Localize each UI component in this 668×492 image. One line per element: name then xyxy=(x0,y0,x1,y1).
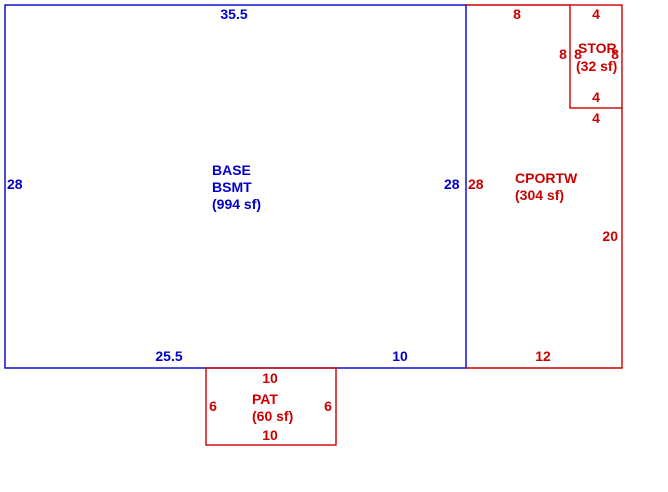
pat-dim-right: 6 xyxy=(324,398,332,414)
pat-area-outline xyxy=(205,367,337,446)
base-label-name: BASE xyxy=(212,162,251,178)
base-dim-top: 35.5 xyxy=(220,6,247,22)
stor-dim-top: 4 xyxy=(592,6,600,22)
base-label-sub: BSMT xyxy=(212,179,252,195)
cportw-label-name: CPORTW xyxy=(515,170,578,186)
base-dim-bottom-right: 10 xyxy=(392,348,408,364)
pat-dim-bottom: 10 xyxy=(262,427,278,443)
stor-dim-left-outer: 8 xyxy=(559,46,567,62)
pat-label-name: PAT xyxy=(252,391,278,407)
pat-dim-top: 10 xyxy=(262,370,278,386)
cportw-dim-bottom: 12 xyxy=(535,348,551,364)
stor-dim-left-inner: 8 xyxy=(574,46,582,62)
base-dim-bottom-left: 25.5 xyxy=(155,348,182,364)
stor-label-name: STOR xyxy=(578,40,617,56)
cportw-dim-right: 20 xyxy=(602,228,618,244)
stor-label-area: (32 sf) xyxy=(576,58,617,74)
stor-dim-right: 8 xyxy=(611,46,619,62)
stor-area-outline xyxy=(569,4,623,109)
pat-label-area: (60 sf) xyxy=(252,408,293,424)
cportw-dim-top: 8 xyxy=(513,6,521,22)
base-dim-right: 28 xyxy=(444,176,460,192)
stor-dim-bottom-inner: 4 xyxy=(592,89,600,105)
stor-dim-bottom-outer: 4 xyxy=(592,110,600,126)
pat-dim-left: 6 xyxy=(209,398,217,414)
base-dim-left: 28 xyxy=(7,176,23,192)
cportw-dim-left: 28 xyxy=(468,176,484,192)
base-label-area: (994 sf) xyxy=(212,196,261,212)
cportw-bottom-right-edge xyxy=(466,108,623,369)
cportw-label-area: (304 sf) xyxy=(515,187,564,203)
